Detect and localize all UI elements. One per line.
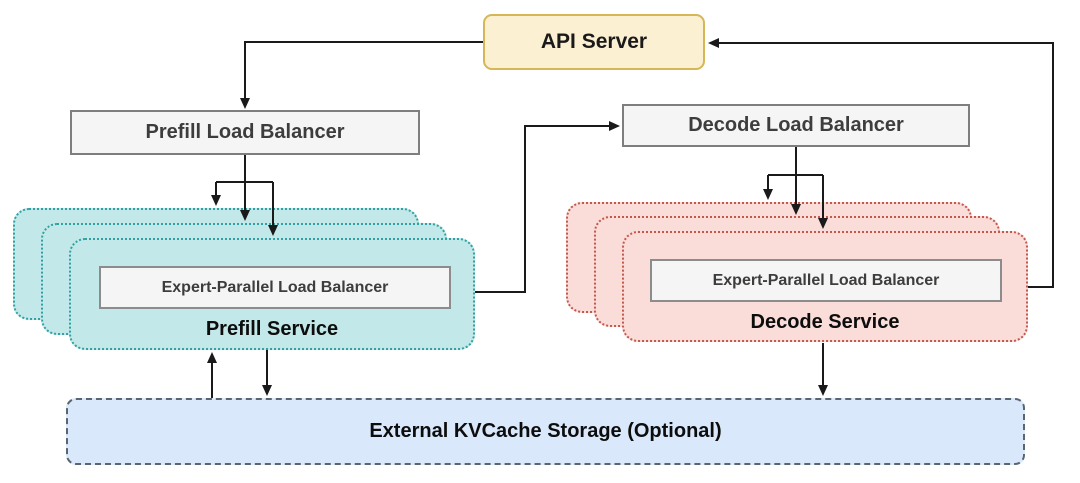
prefill-load-balancer-label: Prefill Load Balancer	[145, 121, 345, 143]
decode-service-label: Decode Service	[750, 311, 900, 333]
prefill-load-balancer-node: Prefill Load Balancer	[70, 110, 420, 155]
kvcache-storage-node: External KVCache Storage (Optional)	[66, 398, 1025, 465]
decode-load-balancer-node: Decode Load Balancer	[622, 104, 970, 147]
prefill-expert-parallel-lb-node: Expert-Parallel Load Balancer	[99, 266, 451, 309]
decode-load-balancer-label: Decode Load Balancer	[688, 114, 904, 136]
prefill-expert-parallel-lb-label: Expert-Parallel Load Balancer	[161, 278, 389, 296]
prefill-service-label: Prefill Service	[205, 318, 339, 340]
api-server-node: API Server	[483, 14, 705, 70]
edge-decode-lb-fanout-stem	[768, 147, 823, 176]
kvcache-storage-label: External KVCache Storage (Optional)	[369, 420, 722, 442]
edge-api-to-prefill-lb	[240, 41, 483, 109]
decode-expert-parallel-lb-node: Expert-Parallel Load Balancer	[650, 259, 1002, 302]
decode-expert-parallel-lb-label: Expert-Parallel Load Balancer	[712, 271, 940, 289]
edge-prefill-lb-fanout-stem	[216, 155, 273, 183]
prefill-service-node: Expert-Parallel Load Balancer Prefill Se…	[69, 238, 475, 350]
decode-service-node: Expert-Parallel Load Balancer Decode Ser…	[622, 231, 1028, 342]
api-server-label: API Server	[540, 30, 648, 53]
